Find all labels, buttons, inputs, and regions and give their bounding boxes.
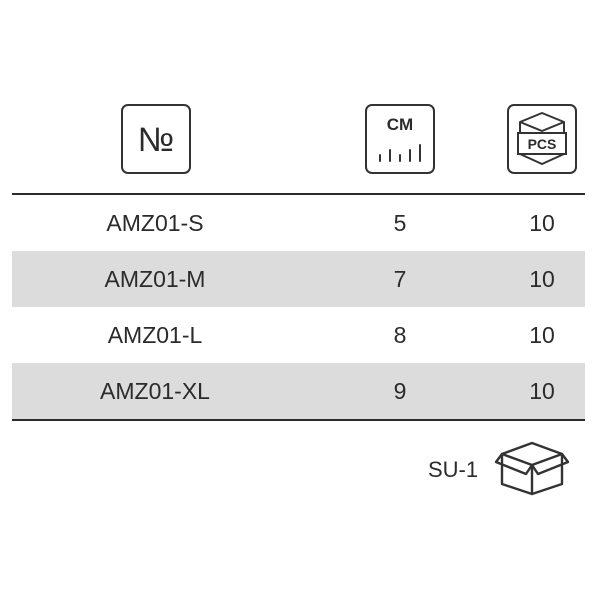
item-code: AMZ01-L: [107, 322, 203, 348]
su-label: SU-1: [428, 457, 479, 482]
item-size-cm: 5: [393, 210, 407, 236]
item-code: AMZ01-M: [104, 266, 206, 292]
table-row: AMZ01-XL 9 10: [12, 363, 585, 419]
item-size-cm: 9: [393, 378, 407, 404]
box-icon: [494, 441, 570, 496]
table-row: AMZ01-M 7 10: [12, 251, 585, 307]
ruler-ticks: [379, 144, 421, 162]
item-size-cm: 8: [393, 322, 407, 348]
item-code: AMZ01-XL: [100, 378, 210, 404]
pcs-label: PCS: [528, 136, 557, 152]
item-code: AMZ01-S: [106, 210, 204, 236]
item-pcs: 10: [529, 322, 555, 348]
ruler-cm-icon: CM: [365, 104, 435, 174]
table-top-rule: [12, 193, 585, 195]
table-bottom-rule: [12, 419, 585, 421]
number-symbol: №: [137, 121, 175, 159]
item-pcs: 10: [529, 378, 555, 404]
table-row: AMZ01-S 5 10: [12, 195, 585, 251]
cm-label: CM: [386, 115, 414, 134]
table-row: AMZ01-L 8 10: [12, 307, 585, 363]
item-pcs: 10: [529, 266, 555, 292]
pcs-cube: PCS: [517, 112, 567, 165]
item-size-cm: 7: [393, 266, 407, 292]
item-pcs: 10: [529, 210, 555, 236]
number-header-icon: №: [121, 104, 191, 174]
package-pcs-icon: PCS: [507, 104, 577, 174]
